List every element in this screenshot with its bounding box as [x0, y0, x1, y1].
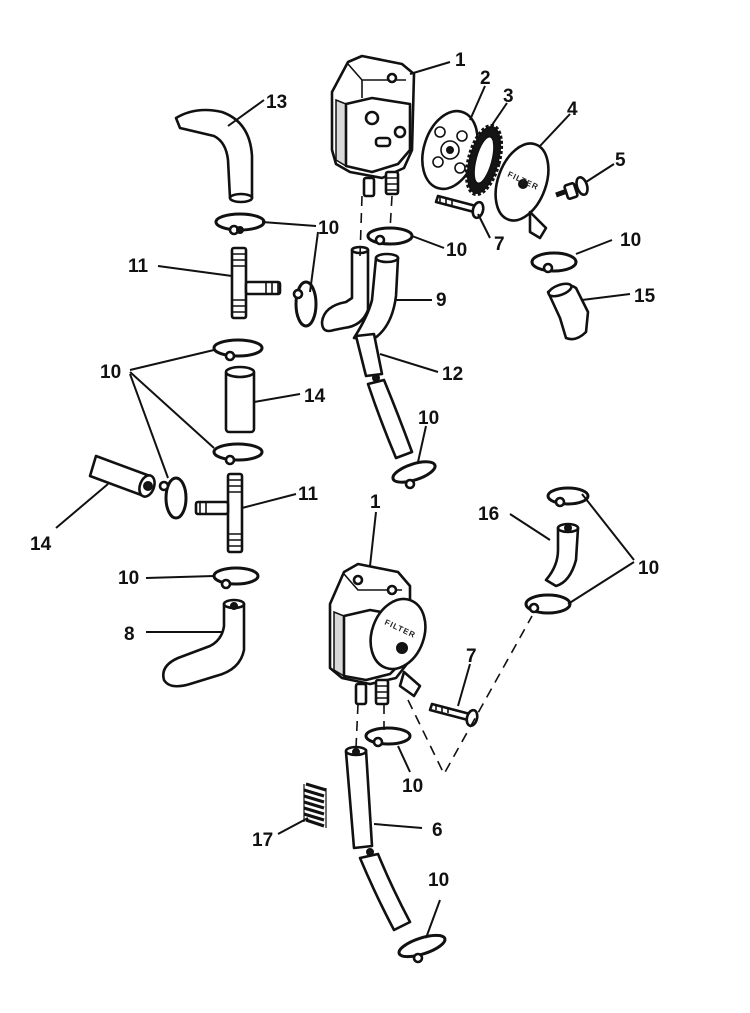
filter-screen: [464, 123, 504, 197]
elbow-hose-13: [174, 108, 254, 200]
hose-clamp-10h: [158, 476, 188, 520]
callout-4: 4: [567, 99, 578, 120]
callout-12: 12: [442, 364, 463, 385]
callout-10-h: 10: [402, 776, 423, 797]
callout-3: 3: [503, 86, 514, 107]
hose-6: [344, 745, 412, 932]
hose-clamp-10a: [214, 212, 266, 236]
callout-10-b: 10: [446, 240, 467, 261]
callout-10-c: 10: [620, 230, 641, 251]
callout-10-f: 10: [638, 558, 659, 579]
callout-10-g: 10: [118, 568, 139, 589]
hose-clamp-10j: [546, 486, 590, 508]
callout-14-lower: 14: [30, 534, 52, 555]
hose-14-horizontal: [88, 454, 156, 498]
hose-clamp-10k: [524, 593, 572, 615]
callout-7-upper: 7: [494, 234, 505, 255]
callout-11-lower: 11: [298, 484, 319, 505]
filter-cover-screw: [555, 176, 589, 200]
hose-clamp-10g: [212, 442, 264, 466]
hose-clamp-10i: [212, 566, 260, 590]
callout-14-upper: 14: [304, 386, 326, 407]
hose-12: [354, 332, 414, 460]
callout-10-a: 10: [318, 218, 339, 239]
hose-9: [320, 248, 370, 333]
hose-16: [544, 526, 580, 588]
callout-8: 8: [124, 624, 135, 645]
callout-11-upper: 11: [128, 256, 149, 277]
callout-2: 2: [480, 68, 491, 89]
leader-lines: [55, 61, 635, 939]
callout-7-lower: 7: [466, 646, 477, 667]
hose-clamp-10b: [292, 280, 318, 328]
callout-15: 15: [634, 286, 656, 307]
fuel-pump-lower: FILTER: [328, 562, 427, 706]
callout-10-e: 10: [418, 408, 439, 429]
callout-1-upper: 1: [455, 50, 466, 71]
pump-screw-lower: [428, 702, 479, 728]
callout-labels: 1 2 3 4 5 13 10 10 7 10 11 9 15 12 10 14…: [30, 50, 659, 891]
tee-fitting-lower: [194, 472, 244, 554]
callout-5: 5: [615, 150, 626, 171]
dashed-assembly-lines: [355, 195, 533, 776]
callout-13: 13: [266, 92, 287, 113]
callout-1-lower: 1: [370, 492, 381, 513]
filter-cover: FILTER: [494, 142, 550, 240]
callout-16: 16: [478, 504, 499, 525]
callout-6: 6: [432, 820, 443, 841]
pump-screw-upper: [434, 194, 485, 220]
elbow-hose-8: [162, 602, 246, 688]
fuel-pump-upper: [330, 54, 416, 198]
hose-14-vertical: [224, 365, 256, 434]
tee-fitting-upper: [230, 246, 282, 320]
hose-clamp-10f: [212, 338, 264, 362]
callout-10-i: 10: [428, 870, 449, 891]
hose-clamp-10l: [364, 726, 412, 748]
hose-clamp-10d: [391, 460, 437, 490]
hose-clamp-10e: [530, 251, 578, 274]
callout-17: 17: [252, 830, 273, 851]
hose-clamp-10c: [366, 226, 414, 246]
callout-10-d: 10: [100, 362, 121, 383]
callout-9: 9: [436, 290, 447, 311]
spring-17: [303, 782, 327, 828]
hose-clamp-10m: [397, 933, 447, 964]
